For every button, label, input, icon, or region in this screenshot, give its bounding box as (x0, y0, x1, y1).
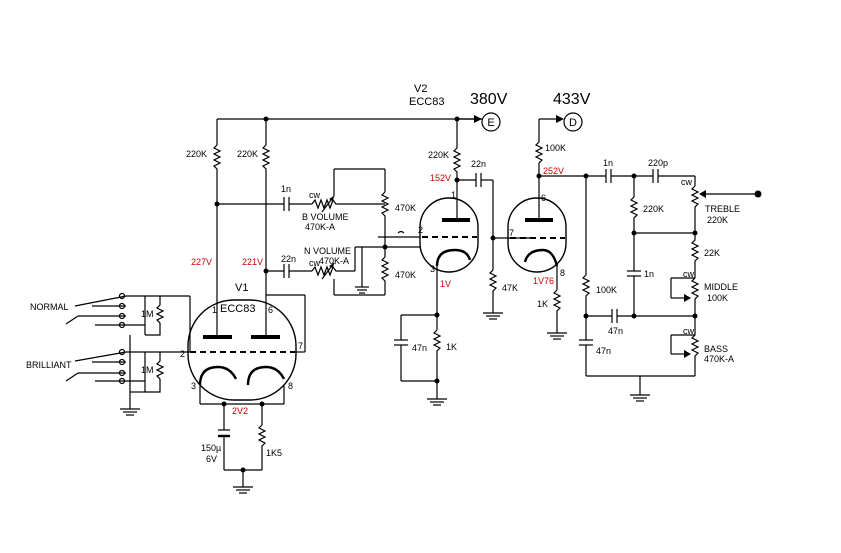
resistor-100k-v2b (534, 141, 544, 200)
r-22k-label: 22K (704, 248, 720, 258)
pot-b-volume-label: B VOLUME (302, 212, 349, 222)
v2a-tube (419, 197, 479, 273)
c-22n-a-label: 22n (281, 254, 296, 264)
c-47n-b-label: 47n (608, 326, 623, 336)
v2b-pin-8: 8 (560, 268, 565, 278)
v1-pin-7: 7 (298, 341, 303, 351)
v1-pin-3: 3 (191, 381, 196, 391)
v1-label: V1 (235, 282, 248, 294)
r-1m-b-label: 1M (141, 365, 154, 375)
c-47n-a-label: 47n (412, 343, 427, 353)
pot-n-volume-label: N VOLUME (304, 246, 351, 256)
v2b-tube (507, 197, 567, 273)
voltage-1v: 1V (440, 279, 451, 289)
c-1n-b-label: 1n (603, 158, 613, 168)
resistor-220k-v1a (212, 144, 222, 295)
c-22n-b-label: 22n (471, 159, 486, 169)
voltage-221v: 221V (242, 257, 263, 267)
cw-label-2: cw (309, 258, 321, 268)
v1-pin-2: 2 (180, 349, 185, 359)
voltage-252v: 252V (543, 166, 564, 176)
node-d-label: D (569, 117, 577, 129)
r-220k-a-label: 220K (186, 149, 207, 159)
node-e-label: E (487, 117, 494, 129)
r-1k-b-label: 1K (537, 299, 548, 309)
c-150u-label: 150µ (201, 443, 221, 453)
v2b-pin-7: 7 (509, 228, 514, 238)
r-47k-label: 47K (502, 283, 518, 293)
hv-d: D (538, 112, 583, 142)
input-normal (65, 292, 165, 336)
v2a-pin-1: 1 (451, 190, 456, 200)
pot-bass-label: BASS (704, 344, 728, 354)
cap-22n-v2 (454, 173, 530, 320)
v1-grid-wiring (160, 294, 306, 353)
voltage-227v: 227V (191, 257, 212, 267)
pot-b-volume (311, 168, 385, 213)
node-e: E (481, 112, 501, 132)
hv-d-voltage: 433V (553, 91, 591, 108)
c-1n-a-label: 1n (281, 184, 291, 194)
pot-n-volume-value: 470K-A (319, 256, 349, 266)
resistor-470k-mix-top (380, 169, 390, 233)
v1-cathode (199, 385, 285, 494)
tone-stack (536, 169, 762, 402)
mixer-node (354, 230, 420, 294)
cw-label-4: cw (683, 269, 695, 279)
hv-rail (216, 115, 482, 148)
pot-n-volume (311, 262, 385, 296)
v2-label: V2 (414, 83, 427, 95)
pot-bass-value: 470K-A (704, 354, 734, 364)
c-150u-voltage: 6V (206, 454, 217, 464)
r-220k-b-label: 220K (237, 149, 258, 159)
c-220p-label: 220p (648, 158, 668, 168)
r-1k5-label: 1K5 (266, 448, 282, 458)
r-100k-a-label: 100K (545, 143, 566, 153)
pot-b-volume-value: 470K-A (305, 222, 335, 232)
cap-22n-n-vol (263, 264, 312, 278)
pot-treble-value: 220K (707, 215, 728, 225)
r-100k-b-label: 100K (596, 285, 617, 295)
r-1m-a-label: 1M (141, 309, 154, 319)
resistor-470k-mix-bottom (380, 242, 390, 295)
r-1k-a-label: 1K (446, 342, 457, 352)
voltage-1v76: 1V76 (533, 276, 554, 286)
v2a-cathode (394, 266, 447, 406)
resistor-220k-v2a (452, 147, 462, 200)
r-470k-b-label: 470K (395, 270, 416, 280)
voltage-152v: 152V (430, 173, 451, 183)
v2a-pin-3: 3 (430, 264, 435, 274)
pot-middle-value: 100K (707, 293, 728, 303)
brilliant-label: BRILLIANT (26, 360, 72, 370)
cw-label-5: cw (683, 326, 695, 336)
normal-label: NORMAL (30, 302, 69, 312)
resistor-220k-v1b (261, 144, 271, 295)
input-brilliant (65, 335, 165, 416)
cw-label-3: cw (681, 177, 693, 187)
pot-treble-label: TREBLE (705, 204, 740, 214)
v1-pin-8: 8 (288, 381, 293, 391)
v2a-pin-2: 2 (418, 225, 423, 235)
r-220k-tone-label: 220K (643, 204, 664, 214)
v2b-pin-6: 6 (541, 193, 546, 203)
v2-type: ECC83 (409, 96, 444, 108)
r-470k-a-label: 470K (395, 203, 416, 213)
v1-tube (187, 295, 297, 401)
c-1n-c-label: 1n (644, 269, 654, 279)
cap-1n-b-vol (214, 197, 312, 211)
c-47n-c-label: 47n (596, 346, 611, 356)
v2b-cathode (547, 266, 567, 340)
hv-e-voltage: 380V (470, 91, 508, 108)
v1-pin-6: 6 (268, 305, 273, 315)
r-220k-c-label: 220K (428, 150, 449, 160)
v1-pin-1: 1 (212, 305, 217, 315)
cw-label-1: cw (309, 190, 321, 200)
voltage-2v2: 2V2 (232, 406, 248, 416)
pot-middle-label: MIDDLE (704, 282, 738, 292)
v1-type: ECC83 (220, 303, 255, 315)
